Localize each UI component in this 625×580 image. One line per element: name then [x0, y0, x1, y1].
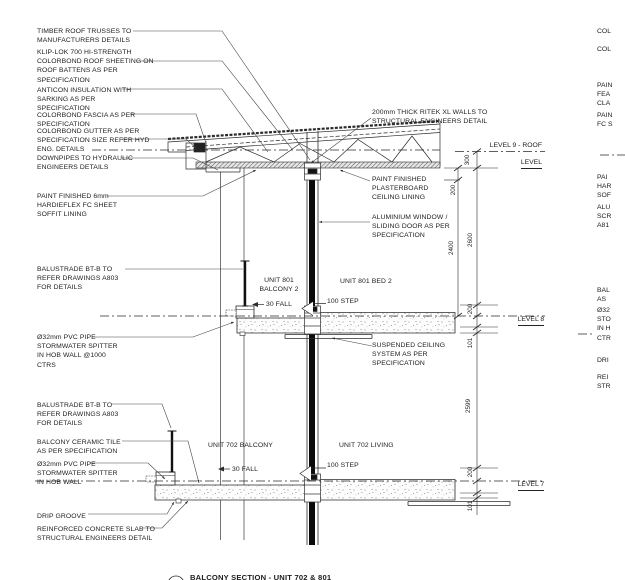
clipped-label-6: ALU SCR A81	[597, 204, 612, 230]
downpipe-lines	[220, 168, 245, 540]
dim-200-step-upper: 200	[466, 303, 474, 315]
room-unit-702-living: UNIT 702 LIVING	[339, 442, 394, 449]
fall-step-arrows	[218, 301, 326, 482]
note-balustrade-upper: BALUSTRADE BT-B TO REFER DRAWINGS A803 F…	[37, 266, 119, 292]
note-stormwater-spitter-upper: Ø32mm PVC PIPE STORMWATER SPITTER IN HOB…	[37, 334, 118, 369]
clipped-label-1: COL	[597, 28, 611, 35]
level-7-label: LEVEL 7	[510, 472, 545, 499]
room-unit-702-balcony: UNIT 702 BALCONY	[208, 442, 273, 449]
note-aluminium-window: ALUMINIUM WINDOW / SLIDING DOOR AS PER S…	[372, 214, 450, 240]
clipped-label-8: Ø32 STO IN H CTR	[597, 307, 611, 342]
dim-200-step-lower: 200	[466, 466, 474, 478]
dim-2600: 2600	[466, 232, 474, 248]
suspended-ceiling-lines	[284, 334, 511, 506]
level-9-line1: LEVEL 9 - ROOF	[489, 141, 542, 149]
note-100-step-upper: 100 STEP	[327, 298, 359, 305]
clipped-label-4: PAIN FC S	[597, 112, 613, 129]
clipped-label-5: PAI HAR SOF	[597, 174, 612, 200]
note-stormwater-spitter-lower: Ø32mm PVC PIPE STORMWATER SPITTER IN HOB…	[37, 461, 118, 487]
note-reinforced-slab: REINFORCED CONCRETE SLAB TO STRUCTURAL E…	[37, 526, 156, 543]
note-drip-groove: DRIP GROOVE	[37, 513, 86, 520]
note-100-step-lower: 100 STEP	[327, 462, 359, 469]
dim-2599: 2599	[464, 398, 472, 414]
clipped-label-3: PAIN FEA CLA	[597, 82, 613, 108]
note-plasterboard-ceiling: PAINT FINISHED PLASTERBOARD CEILING LINI…	[372, 176, 429, 202]
clipped-label-10: REI STR	[597, 374, 611, 391]
level-9-line2: LEVEL	[520, 159, 542, 169]
balustrade-posts	[167, 260, 250, 473]
clipped-label-7: BAL AS	[597, 287, 610, 304]
note-30-fall-lower: 30 FALL	[232, 466, 259, 473]
detail-reference-bubble	[168, 575, 184, 580]
note-downpipes: DOWNPIPES TO HYDRAULIC ENGINEERS DETAILS	[37, 155, 133, 172]
note-ritek-walls: 200mm THICK RITEK XL WALLS TO STRUCTURAL…	[372, 109, 488, 126]
clipped-label-9: DRI	[597, 357, 609, 364]
note-balcony-ceramic-tile: BALCONY CERAMIC TILE AS PER SPECIFICATIO…	[37, 439, 121, 456]
dim-101-upper: 101	[466, 337, 474, 349]
dimension-chains	[444, 148, 498, 515]
roof-assembly	[167, 119, 441, 169]
clipped-label-2: COL	[597, 46, 611, 53]
leader-lines	[88, 30, 373, 529]
note-colorbond-gutter: COLORBOND GUTTER AS PER SPECIFICATION SI…	[37, 128, 150, 154]
room-unit-801-balcony-2: UNIT 801 BALCONY 2	[259, 277, 299, 294]
note-balustrade-lower: BALUSTRADE BT-B TO REFER DRAWINGS A803 F…	[37, 402, 119, 428]
level-8-text: LEVEL 8	[517, 316, 545, 326]
note-suspended-ceiling: SUSPENDED CEILING SYSTEM AS PER SPECIFIC…	[372, 342, 446, 368]
note-soffit-lining: PAINT FINISHED 6mm HARDIEFLEX FC SHEET S…	[37, 193, 118, 219]
dim-2400: 2400	[447, 240, 455, 256]
note-colorbond-fascia: COLORBOND FASCIA AS PER SPECIFICATION	[37, 112, 136, 129]
level-9-roof-label: LEVEL 9 - ROOF LEVEL	[482, 133, 542, 177]
dim-200-ceiling: 200	[449, 184, 457, 196]
dim-101-lower: 101	[466, 500, 474, 512]
note-timber-roof-trusses: TIMBER ROOF TRUSSES TO MANUFACTURERS DET…	[37, 28, 132, 45]
dim-300: 300	[463, 154, 471, 166]
drawing-title: BALCONY SECTION - UNIT 702 & 801	[190, 573, 332, 580]
note-anticon-insulation: ANTICON INSULATION WITH SARKING AS PER S…	[37, 87, 132, 113]
note-30-fall-upper: 30 FALL	[266, 301, 293, 308]
room-unit-801-bed-2: UNIT 801 BED 2	[340, 278, 392, 285]
note-kliplok-roof-sheeting: KLIP-LOK 700 HI-STRENGTH COLORBOND ROOF …	[37, 49, 154, 84]
level-lines	[35, 149, 625, 482]
level-8-label: LEVEL 8	[510, 307, 545, 334]
level-7-text: LEVEL 7	[517, 481, 545, 491]
